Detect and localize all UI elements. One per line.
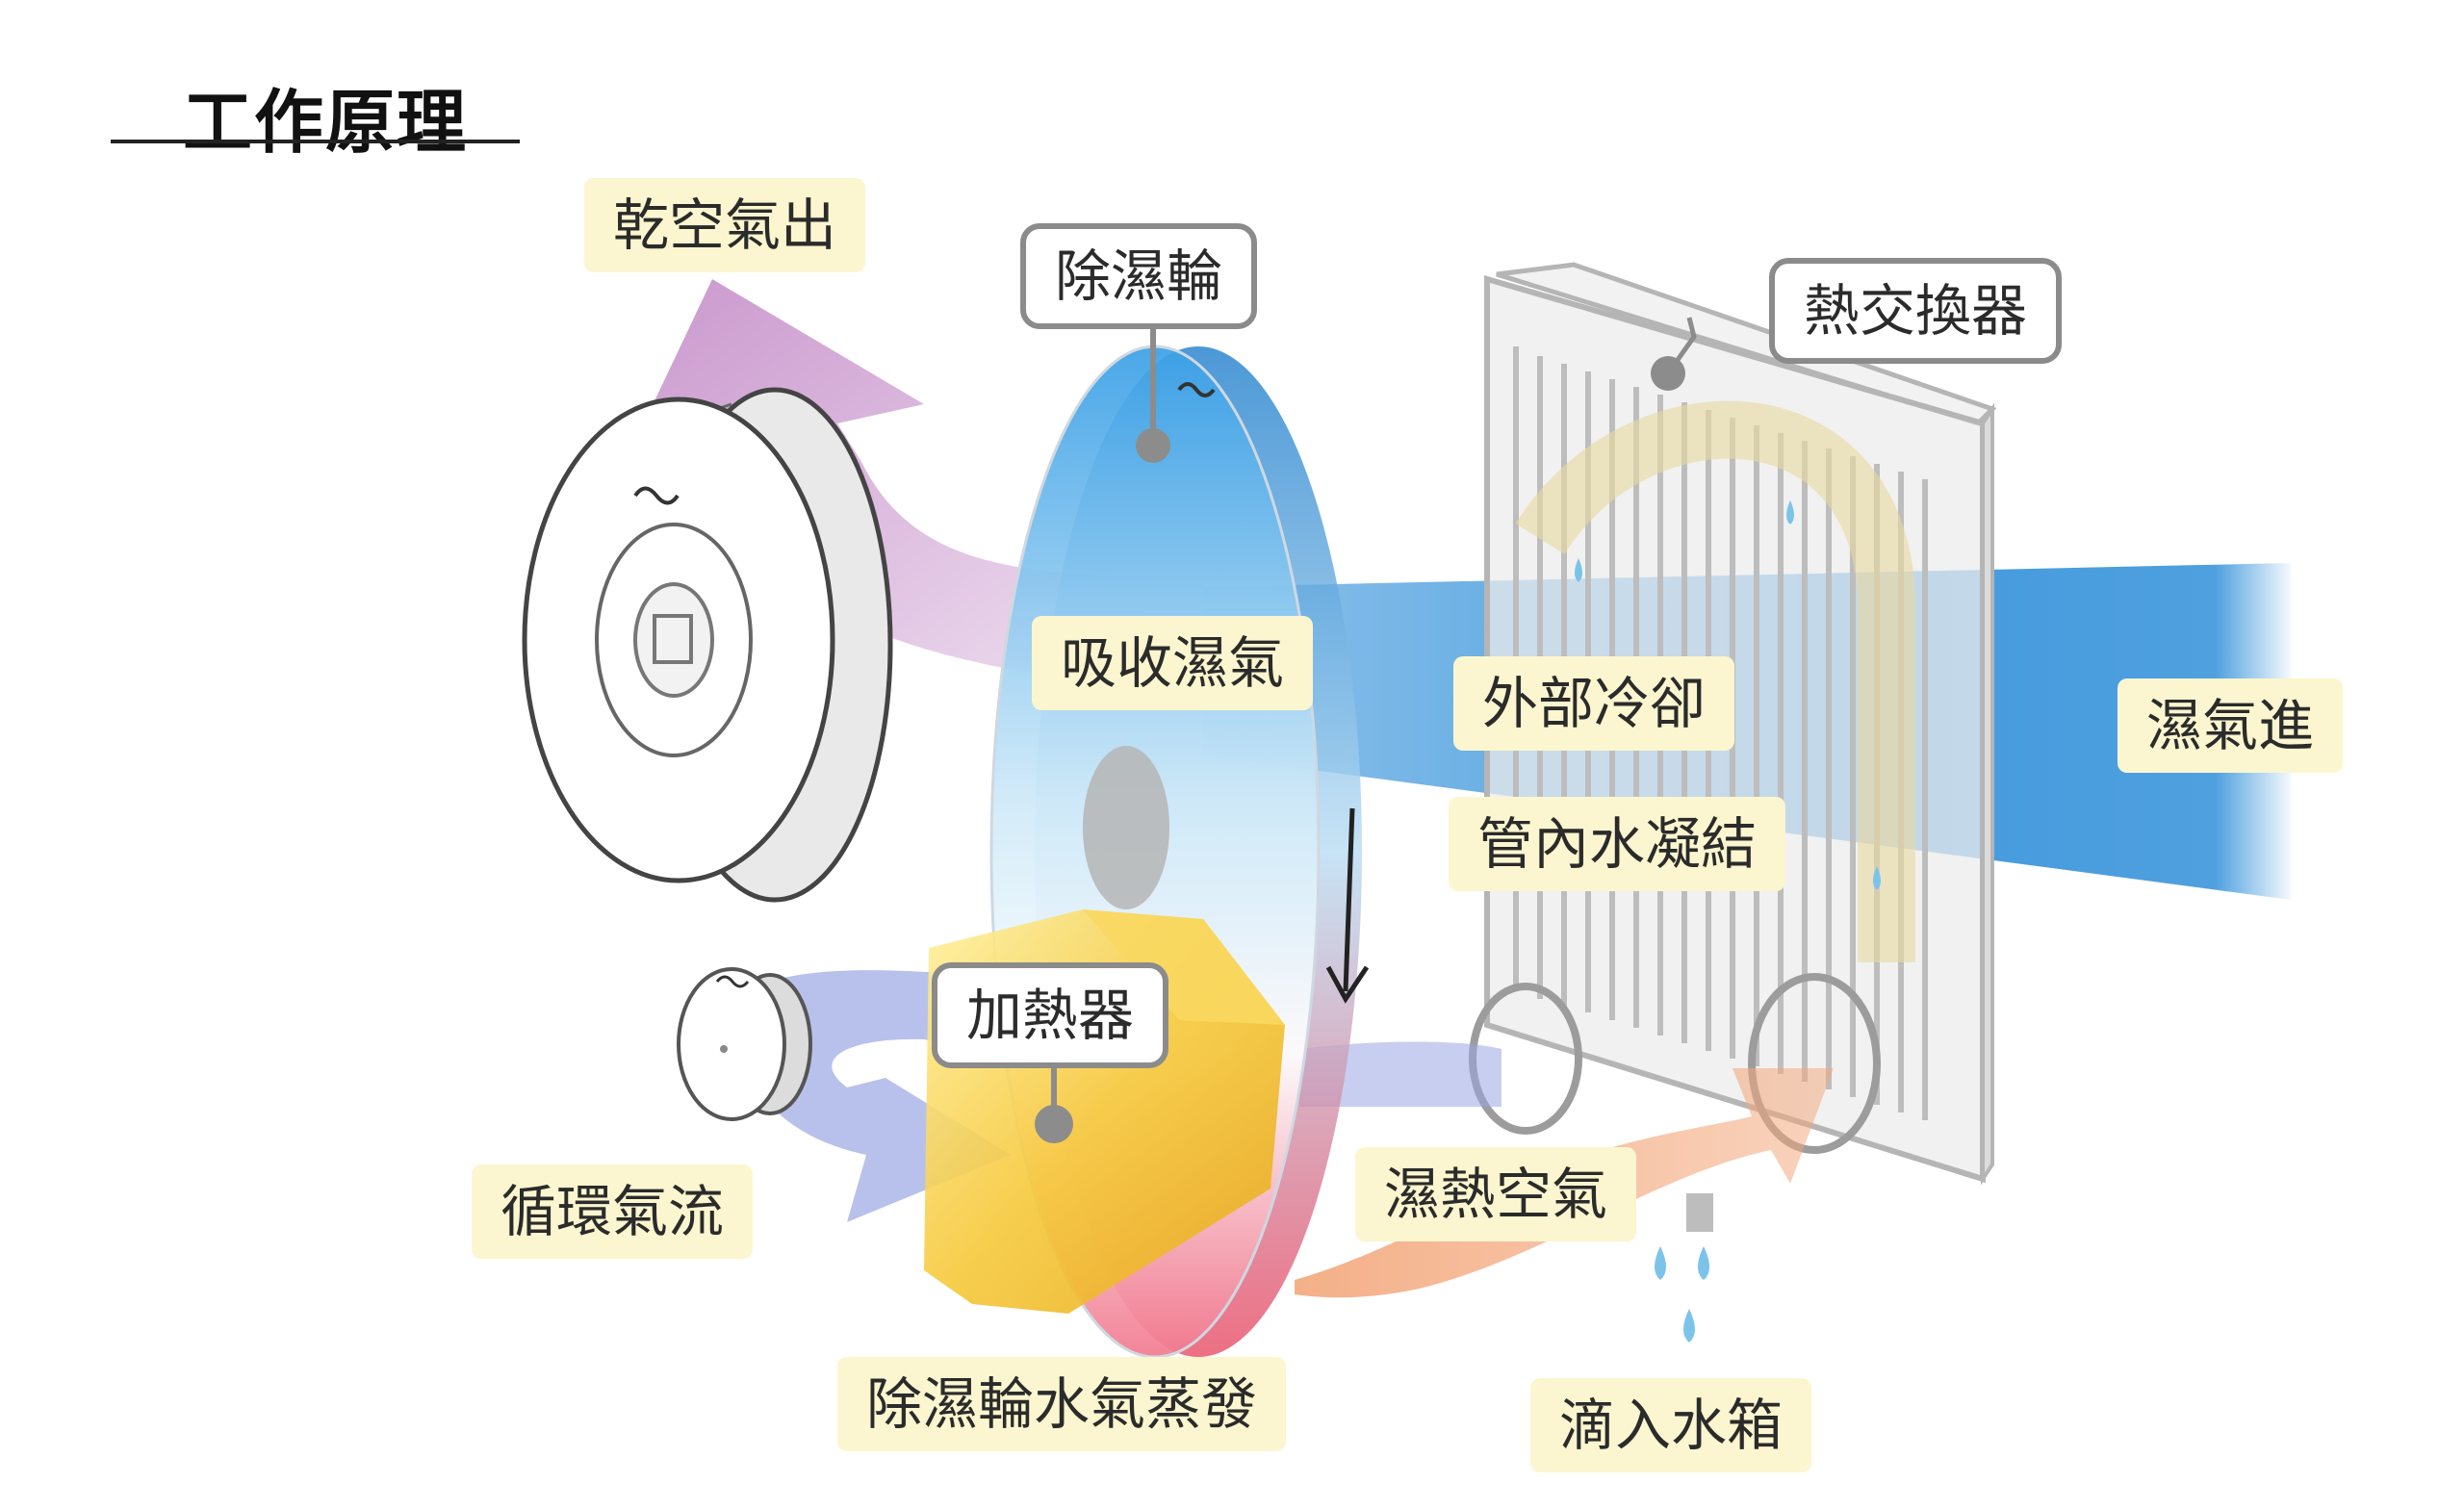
page-title: 工作原理 [183,82,469,163]
condensation-loop-arrow [1515,400,1915,962]
label-hot-humid-air: 濕熱空氣 [1355,1147,1637,1241]
circulation-fan [677,967,812,1121]
title-underline [111,140,520,143]
fan-rotation-icon [633,486,680,505]
label-heat-exchanger: 熱交換器 [1769,258,2063,364]
label-circulating-airflow: 循環氣流 [472,1164,754,1259]
label-wheel-evaporation: 除濕輪水氣蒸發 [837,1357,1287,1451]
label-dry-air-out: 乾空氣出 [584,178,866,272]
label-drip-to-tank: 滴入水箱 [1530,1378,1812,1472]
rotation-direction-arrow [1343,807,1355,992]
label-heater: 加熱器 [932,962,1169,1068]
label-desiccant-wheel: 除濕輪 [1020,223,1258,329]
label-condensation: 管內水凝結 [1449,797,1786,891]
wheel-rotation-icon [1177,382,1216,397]
label-humid-air-in: 濕氣進 [2118,678,2344,773]
label-absorb-moisture: 吸收濕氣 [1032,616,1314,710]
label-external-cooling: 外部冷卻 [1453,656,1735,751]
main-fan [522,387,893,903]
